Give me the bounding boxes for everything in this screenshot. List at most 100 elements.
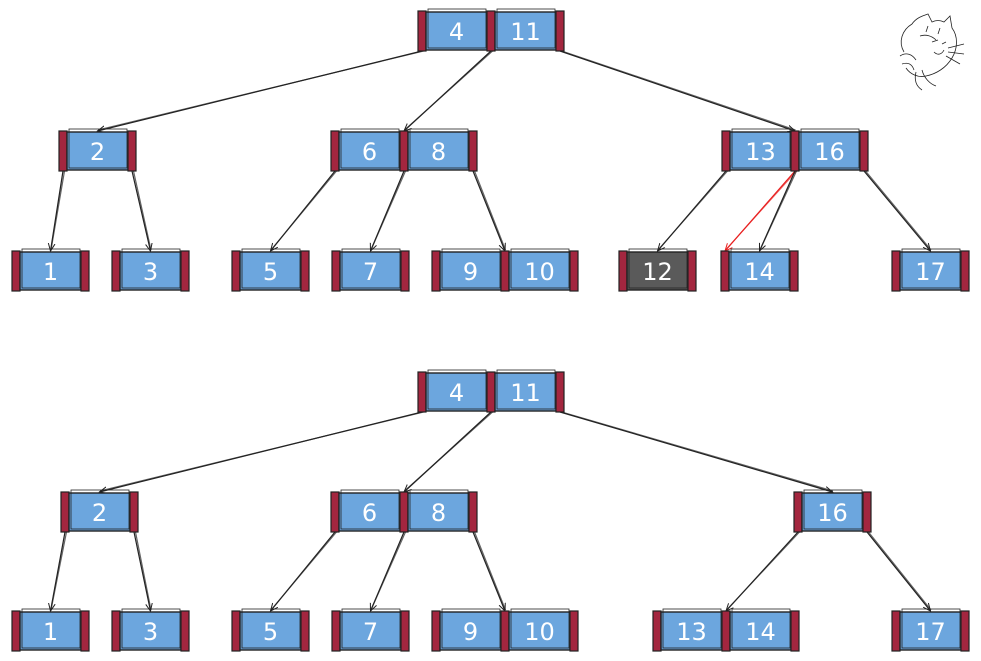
child-pointer — [331, 250, 341, 292]
child-pointer — [500, 610, 510, 652]
key-label: 11 — [510, 18, 541, 46]
key-sketch-outline — [730, 248, 790, 289]
btree-node-17-before: 17 — [891, 248, 970, 292]
key-cell — [439, 251, 502, 291]
edge-sketch-stroke — [865, 170, 932, 251]
child-pointer — [468, 130, 478, 172]
child-pointer — [891, 610, 901, 652]
btree-node-2-after: 2 — [60, 489, 139, 533]
key-sketch-outline — [441, 608, 501, 649]
child-pointer — [11, 610, 21, 652]
btree-node-1-before: 1 — [11, 248, 90, 292]
key-cell — [19, 611, 82, 651]
key-label: 1 — [43, 618, 58, 646]
key-cell — [494, 372, 557, 412]
key-label: 3 — [143, 258, 158, 286]
btree-node-3-after: 3 — [111, 608, 190, 652]
key-label: 13 — [745, 138, 776, 166]
child-pointer — [793, 491, 803, 533]
key-cell — [19, 251, 82, 291]
child-pointer — [486, 10, 496, 52]
key-sketch-outline — [427, 369, 487, 410]
key-label: 17 — [915, 258, 946, 286]
child-pointer — [618, 250, 628, 292]
child-pointer — [129, 491, 139, 533]
key-label: 11 — [510, 379, 541, 407]
edge-sketch-stroke — [759, 170, 798, 251]
key-sketch-outline — [21, 608, 81, 649]
child-pointer — [652, 610, 662, 652]
child-pointer — [11, 250, 21, 292]
child-pointer — [58, 130, 68, 172]
key-sketch-outline — [341, 248, 401, 289]
edge-sketch-stroke — [473, 170, 507, 251]
child-pointer — [400, 250, 410, 292]
child-pointer — [721, 610, 731, 652]
key-sketch-outline — [121, 608, 181, 649]
key-label: 16 — [817, 499, 848, 527]
key-label: 5 — [263, 618, 278, 646]
key-cell — [508, 251, 571, 291]
key-label: 2 — [90, 138, 105, 166]
btree-node-12-before: 12 — [618, 248, 697, 292]
key-sketch-outline — [409, 128, 469, 169]
key-label: 10 — [524, 258, 555, 286]
key-label: 6 — [362, 499, 377, 527]
child-pointer — [789, 250, 799, 292]
key-sketch-outline — [241, 248, 301, 289]
key-cell — [439, 611, 502, 651]
key-sketch-outline — [510, 248, 570, 289]
child-pointer — [960, 250, 970, 292]
key-cell — [660, 611, 723, 651]
child-pointer — [468, 491, 478, 533]
btree-node-7-before: 7 — [331, 248, 410, 292]
key-cell — [425, 372, 488, 412]
key-label: 2 — [92, 499, 107, 527]
child-pointer — [330, 491, 340, 533]
key-sketch-outline — [21, 248, 81, 289]
edge-sketch-stroke — [561, 50, 796, 131]
child-pointer — [891, 250, 901, 292]
btree-node-3-before: 3 — [111, 248, 190, 292]
child-pointer — [300, 250, 310, 292]
edge-sketch-stroke — [404, 411, 493, 492]
key-label: 4 — [449, 379, 464, 407]
edge-sketch-stroke — [270, 170, 337, 251]
child-pointer — [687, 250, 697, 292]
child-pointer — [330, 130, 340, 172]
child-pointer — [111, 610, 121, 652]
key-sketch-outline — [68, 128, 128, 169]
edge-sketch-stroke — [50, 170, 66, 251]
btree-node-14-before: 14 — [720, 248, 799, 292]
child-pointer — [555, 10, 565, 52]
key-cell — [339, 611, 402, 651]
key-sketch-outline — [901, 608, 961, 649]
key-label: 7 — [363, 618, 378, 646]
child-pointer — [859, 130, 869, 172]
child-pointer — [790, 130, 800, 172]
edge-n6_8-to-l9_10 — [472, 531, 505, 611]
key-sketch-outline — [731, 608, 791, 649]
key-cell — [508, 611, 571, 651]
btree-node-4-11-after: 4 11 — [417, 369, 565, 413]
child-pointer — [431, 610, 441, 652]
edge-n6_8-to-l9_10 — [472, 170, 505, 251]
key-sketch-outline — [121, 248, 181, 289]
child-pointer — [960, 610, 970, 652]
btree-node-9-10-before: 9 10 — [431, 248, 579, 292]
cat-sketch-icon — [899, 13, 965, 91]
key-sketch-outline — [662, 608, 722, 649]
key-sketch-outline — [510, 608, 570, 649]
key-cell — [729, 131, 792, 171]
child-pointer — [417, 10, 427, 52]
key-cell — [729, 611, 792, 651]
key-label: 9 — [463, 258, 478, 286]
key-label: 14 — [744, 258, 775, 286]
key-sketch-outline — [340, 489, 400, 530]
child-pointer — [400, 610, 410, 652]
child-pointer — [111, 250, 121, 292]
edge-sketch-stroke — [726, 531, 800, 611]
